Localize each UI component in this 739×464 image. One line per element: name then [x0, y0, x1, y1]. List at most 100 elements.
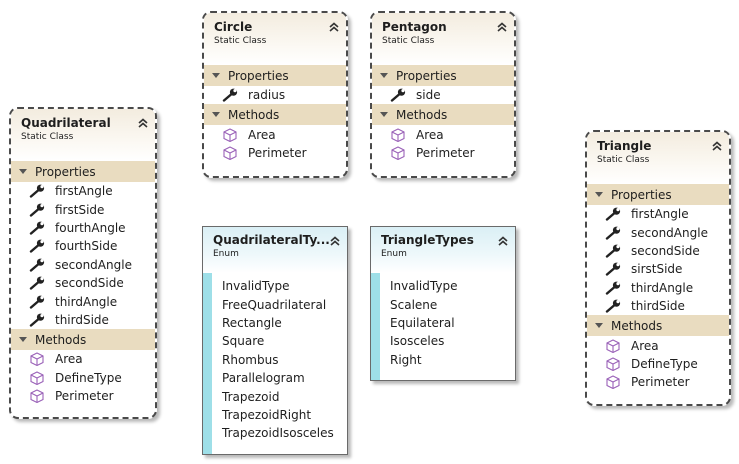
enum-value[interactable]: TrapezoidRight	[203, 406, 347, 424]
class-stereotype: Static Class	[382, 36, 435, 46]
collapse-icon[interactable]	[328, 18, 340, 32]
wrench-icon	[29, 276, 49, 290]
triangle-down-icon[interactable]	[380, 73, 388, 78]
triangle-down-icon[interactable]	[19, 337, 27, 343]
properties-section-label: Properties	[228, 68, 289, 83]
class-title: Circle	[214, 20, 253, 34]
enum-value[interactable]: Isosceles	[371, 332, 515, 350]
enum-value[interactable]: Parallelogram	[203, 369, 347, 387]
property-item[interactable]: sirstSide	[587, 260, 729, 278]
property-item[interactable]: thirdSide	[587, 297, 729, 315]
methods-section-label: Methods	[611, 318, 663, 333]
enum-value-label: FreeQuadrilateral	[222, 297, 327, 312]
method-item[interactable]: Perimeter	[11, 387, 155, 405]
property-item[interactable]: thirdAngle	[587, 279, 729, 297]
enum-value[interactable]: Right	[371, 351, 515, 369]
enum-value-label: Scalene	[390, 297, 438, 312]
property-item[interactable]: firstSide	[11, 200, 155, 218]
methods-section[interactable]: Methods	[204, 104, 346, 126]
method-item[interactable]: Area	[204, 125, 346, 143]
property-item[interactable]: side	[372, 86, 514, 104]
enum-value[interactable]: Square	[203, 332, 347, 350]
class-title: QuadrilateralTy...	[213, 233, 330, 247]
method-item[interactable]: Area	[372, 125, 514, 143]
methods-section[interactable]: Methods	[587, 315, 729, 337]
cube-icon	[222, 146, 242, 160]
enum-value[interactable]: Trapezoid	[203, 387, 347, 405]
enum-value[interactable]: TrapezoidIsosceles	[203, 424, 347, 442]
methods-section[interactable]: Methods	[372, 104, 514, 126]
properties-section[interactable]: Properties	[204, 65, 346, 86]
property-item[interactable]: thirdSide	[11, 311, 155, 329]
cube-icon	[605, 375, 625, 390]
method-item[interactable]: Perimeter	[587, 373, 729, 391]
property-item[interactable]: radius	[204, 86, 346, 104]
methods-section[interactable]: Methods	[11, 329, 155, 351]
properties-section[interactable]: Properties	[372, 65, 514, 86]
property-item[interactable]: secondSide	[11, 274, 155, 292]
method-item[interactable]: Perimeter	[204, 144, 346, 162]
method-item[interactable]: Area	[587, 336, 729, 354]
cube-icon	[29, 389, 49, 404]
method-item-label: Perimeter	[55, 389, 114, 404]
enum-value[interactable]: Scalene	[371, 295, 515, 313]
wrench-icon	[29, 239, 49, 254]
triangle-down-icon[interactable]	[212, 112, 220, 118]
method-item[interactable]: Perimeter	[372, 144, 514, 162]
enum-value[interactable]: Equilateral	[371, 314, 515, 332]
collapse-icon[interactable]	[497, 232, 509, 246]
enum-value[interactable]: Rectangle	[203, 314, 347, 332]
properties-section[interactable]: Properties	[11, 161, 155, 182]
enum-value-label: Rectangle	[222, 315, 282, 330]
collapse-icon[interactable]	[496, 18, 508, 32]
property-item[interactable]: thirdAngle	[11, 292, 155, 310]
property-item[interactable]: fourthSide	[11, 237, 155, 255]
class-stereotype: Enum	[213, 249, 239, 259]
wrench-icon	[390, 88, 410, 102]
cube-icon	[605, 357, 625, 371]
properties-section-label: Properties	[396, 68, 457, 83]
triangle-down-icon[interactable]	[380, 112, 388, 118]
properties-section[interactable]: Properties	[587, 184, 729, 205]
enum-value[interactable]: FreeQuadrilateral	[203, 295, 347, 313]
cube-icon	[390, 146, 410, 160]
enum-value-label: Equilateral	[390, 315, 455, 330]
wrench-icon	[222, 88, 242, 102]
wrench-icon	[605, 299, 625, 313]
enum-strip	[371, 273, 380, 380]
method-item-label: Perimeter	[631, 375, 690, 390]
property-item[interactable]: fourthAngle	[11, 219, 155, 237]
property-item-label: sirstSide	[631, 262, 683, 277]
method-item[interactable]: DefineType	[587, 355, 729, 373]
class-stereotype: Enum	[381, 249, 407, 259]
enum-value[interactable]: InvalidType	[371, 277, 515, 295]
collapse-icon[interactable]	[137, 114, 149, 128]
collapse-icon[interactable]	[711, 137, 723, 151]
property-item[interactable]: firstAngle	[11, 182, 155, 200]
enum-value[interactable]: Rhombus	[203, 351, 347, 369]
cube-icon	[605, 338, 625, 353]
triangle-down-icon[interactable]	[595, 323, 603, 329]
property-item[interactable]: secondSide	[587, 242, 729, 260]
enum-value[interactable]: InvalidType	[203, 277, 347, 295]
property-item[interactable]: secondAngle	[11, 256, 155, 274]
property-item[interactable]: firstAngle	[587, 205, 729, 223]
triangle-down-icon[interactable]	[212, 73, 220, 78]
class-header: QuadrilateralTy... Enum	[203, 227, 347, 273]
method-item[interactable]: Area	[11, 350, 155, 368]
triangle-down-icon[interactable]	[595, 192, 603, 197]
property-item-label: secondSide	[631, 243, 700, 258]
triangle-down-icon[interactable]	[19, 169, 27, 174]
class-title: Triangle	[597, 139, 652, 153]
method-item[interactable]: DefineType	[11, 369, 155, 387]
property-item[interactable]: secondAngle	[587, 223, 729, 241]
collapse-icon[interactable]	[329, 232, 341, 246]
property-item-label: thirdAngle	[55, 294, 118, 309]
wrench-icon	[29, 221, 49, 235]
enum-value-label: Square	[222, 334, 265, 349]
